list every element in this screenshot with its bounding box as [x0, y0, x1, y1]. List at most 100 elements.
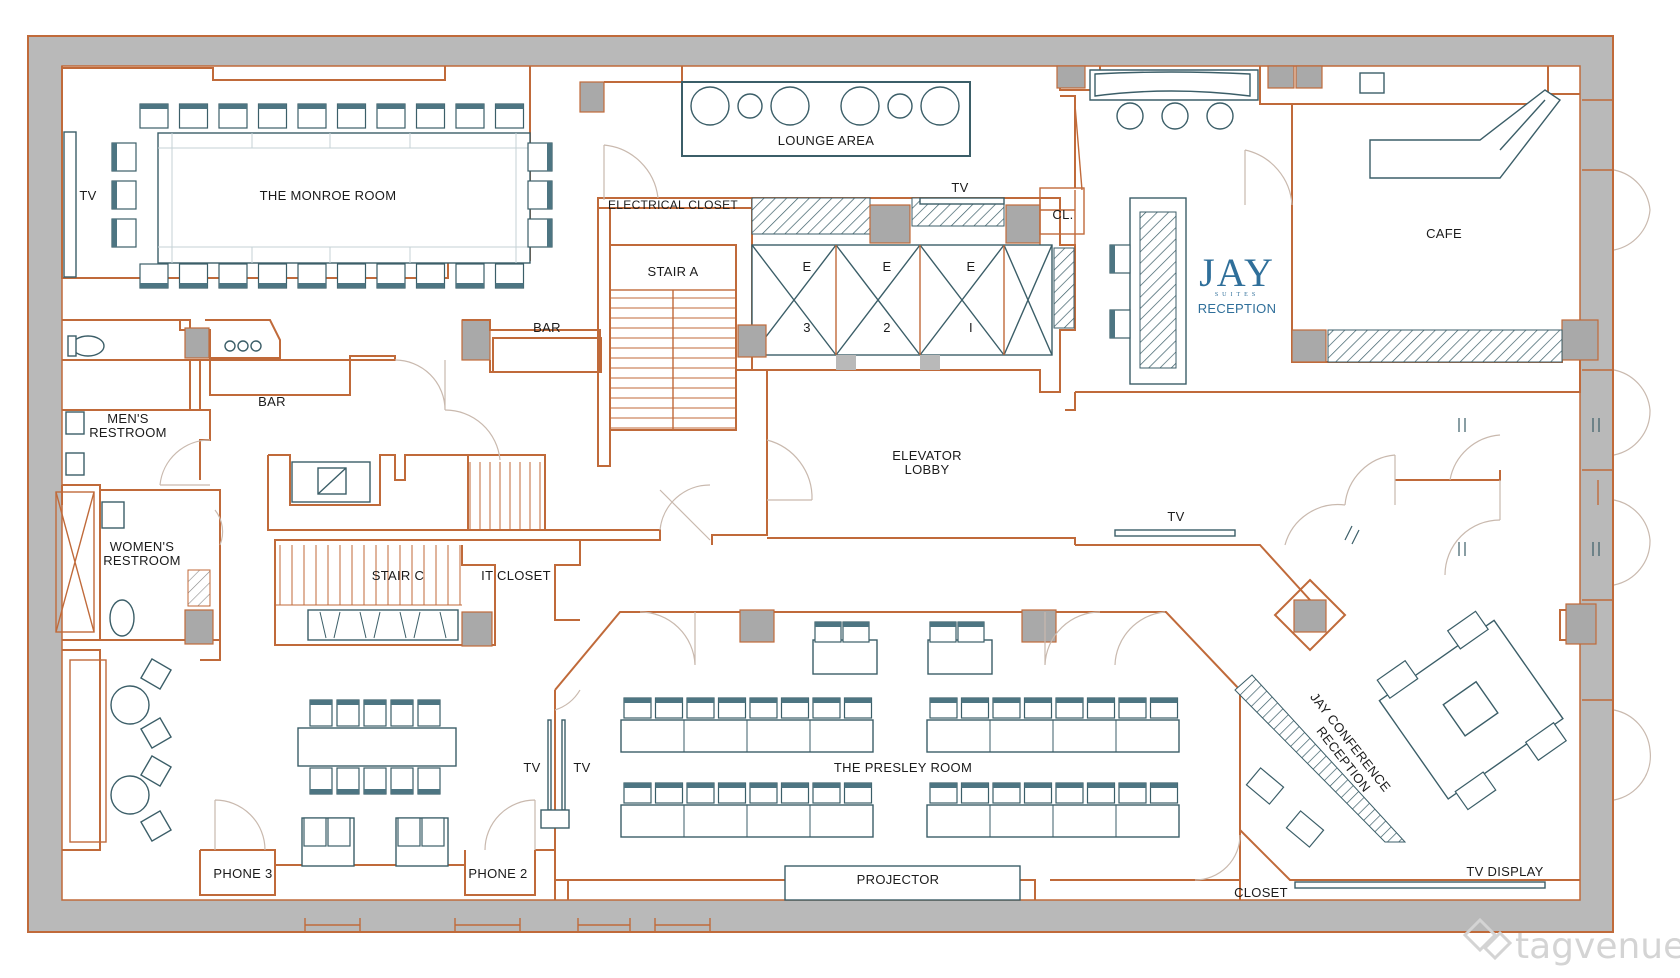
chair: [257, 103, 288, 129]
chair: [812, 782, 841, 804]
tagvenue-logo-icon: [1462, 917, 1513, 961]
label-mens-2: RESTROOM: [89, 425, 167, 440]
chair: [686, 697, 715, 719]
chair: [417, 767, 441, 795]
chair: [717, 697, 747, 719]
label-bar-left: BAR: [258, 394, 286, 409]
label-electrical-closet: ELECTRICAL CLOSET: [608, 198, 738, 212]
logo-tagline: SUITES: [1215, 292, 1259, 298]
chair: [843, 697, 873, 719]
chair: [455, 263, 485, 289]
logo-brand: JAY: [1199, 250, 1275, 295]
central-table: [297, 699, 457, 867]
chair: [623, 697, 652, 719]
chair: [842, 621, 870, 643]
chair: [527, 180, 553, 210]
chair: [363, 699, 387, 727]
elevators: [737, 244, 1075, 370]
chair: [717, 782, 747, 804]
stair-a: [609, 289, 737, 431]
lounge-furniture: [681, 81, 971, 157]
chair: [417, 699, 441, 727]
chair: [929, 697, 958, 719]
label-elevator-2: 2: [883, 320, 891, 335]
chair: [336, 767, 360, 795]
chair: [309, 767, 333, 795]
label-tv-display: TV DISPLAY: [1466, 864, 1543, 879]
chair: [1023, 697, 1053, 719]
chair: [297, 263, 327, 289]
label-womens-2: RESTROOM: [103, 553, 181, 568]
chair: [929, 621, 957, 643]
label-phone-2: PHONE 2: [468, 866, 527, 881]
chair: [749, 697, 778, 719]
label-reception: RECEPTION: [1198, 301, 1277, 316]
label-it-closet: IT CLOSET: [481, 568, 551, 583]
chair: [390, 767, 414, 795]
label-closet: CLOSET: [1234, 885, 1288, 900]
label-tv-elevator: TV: [951, 180, 968, 195]
stair-c: [275, 461, 541, 641]
chair: [527, 218, 553, 248]
jay-suites-logo: JAY SUITES: [1199, 250, 1275, 298]
chair: [178, 263, 209, 289]
chair: [654, 697, 684, 719]
reception-desk: [1109, 197, 1187, 385]
chair: [1055, 782, 1084, 804]
chair: [1023, 782, 1053, 804]
chair: [749, 782, 778, 804]
label-projector: PROJECTOR: [857, 872, 940, 887]
chair: [376, 103, 406, 129]
chair: [960, 782, 990, 804]
label-tv-monroe: TV: [79, 188, 96, 203]
chair: [297, 103, 327, 129]
chair: [415, 263, 446, 289]
label-stair-c: STAIR C: [372, 568, 424, 583]
chair: [218, 103, 248, 129]
label-lounge: LOUNGE AREA: [778, 133, 875, 148]
label-tv-lobby: TV: [1167, 509, 1184, 524]
chair: [686, 782, 715, 804]
chair: [111, 180, 137, 210]
chair: [843, 782, 873, 804]
chair: [455, 103, 485, 129]
label-presley-room: THE PRESLEY ROOM: [834, 760, 972, 775]
chair: [494, 103, 525, 129]
label-mens-1: MEN'S: [107, 411, 149, 426]
label-elevator-e2: E: [883, 259, 892, 274]
chair: [363, 767, 387, 795]
chair: [139, 263, 169, 289]
restroom-fixtures: [65, 335, 262, 637]
chair: [111, 218, 137, 248]
presley-tables: [620, 621, 1180, 901]
label-tv-presley-right: TV: [573, 760, 590, 775]
label-elevator-e3: E: [803, 259, 812, 274]
chair: [178, 103, 209, 129]
cafe-furniture: [1089, 69, 1562, 179]
chair: [992, 782, 1021, 804]
chair: [1055, 697, 1084, 719]
chair: [336, 103, 367, 129]
label-monroe-room: THE MONROE ROOM: [260, 188, 397, 203]
chair: [1149, 697, 1179, 719]
chair: [1118, 697, 1147, 719]
chair: [1118, 782, 1147, 804]
chair: [527, 142, 553, 172]
monroe-table: [157, 132, 531, 264]
label-elevator-lobby-1: ELEVATOR: [892, 448, 962, 463]
chair: [1086, 697, 1116, 719]
label-elevator-3: 3: [803, 320, 811, 335]
chair: [812, 697, 841, 719]
chair: [139, 103, 169, 129]
chair: [336, 263, 367, 289]
chair: [309, 699, 333, 727]
left-lounge-seating: [69, 658, 172, 843]
label-cl: CL.: [1052, 207, 1073, 222]
tagvenue-watermark: tagvenue: [1462, 917, 1680, 967]
chair: [957, 621, 985, 643]
window-markers: [304, 918, 711, 932]
jay-conference-desk: [1234, 674, 1407, 848]
label-elevator-e1: E: [967, 259, 976, 274]
label-tv-presley-left: TV: [523, 760, 540, 775]
